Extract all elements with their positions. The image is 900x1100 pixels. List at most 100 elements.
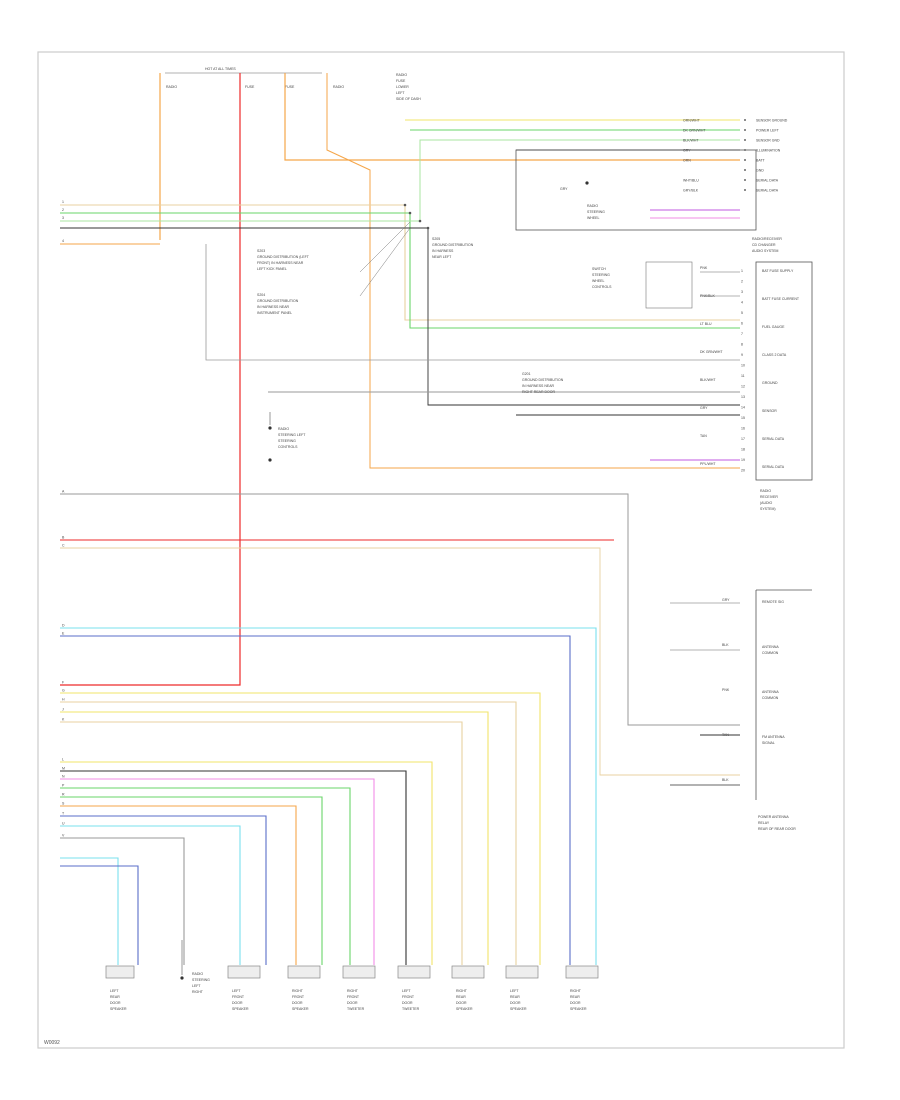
mid-pin-func: SERIAL DATA (762, 465, 785, 469)
mid-pin-number: 4 (741, 301, 743, 305)
svg-text:S203: S203 (257, 249, 265, 253)
speaker-label: LEFT (232, 989, 241, 993)
speaker-wire (60, 627, 597, 965)
upper-pin-func: POWER LEFT (756, 129, 780, 133)
svg-text:S204: S204 (257, 293, 265, 297)
svg-text:GROUND DISTRIBUTION: GROUND DISTRIBUTION (522, 378, 564, 382)
upper-pin-wire: GRY/BLK (683, 189, 699, 193)
wire-green-upper (60, 212, 740, 329)
speaker-label: RIGHT (456, 989, 468, 993)
mid-pin-func: CLASS 2 DATA (762, 353, 787, 357)
speaker-label: FRONT (402, 995, 415, 999)
mid-pin-number: 19 (741, 458, 745, 462)
harness-pin-top: 1 (62, 200, 64, 204)
harness-pin: P (62, 784, 65, 788)
svg-text:IN HARNESS: IN HARNESS (432, 249, 454, 253)
upper-pin-wire: WHT/BLU (683, 179, 699, 183)
svg-text:RIGHT REAR DOOR: RIGHT REAR DOOR (522, 390, 555, 394)
rear-pin-func: SIGNAL (762, 741, 775, 745)
wires (60, 73, 740, 965)
mid-pin-number: 15 (741, 416, 745, 420)
mid-pin-wire: TAN (700, 434, 707, 438)
diagram-frame (37, 51, 845, 1049)
svg-text:(AUDIO: (AUDIO (760, 501, 773, 505)
fuse-label-2: FUSE (245, 85, 255, 89)
speaker-label: LEFT (402, 989, 411, 993)
harness-pin: G (62, 689, 65, 693)
speaker-wire-left1 (60, 857, 119, 965)
fuse-label-1: RADIO (166, 85, 177, 89)
rear-pin-func: COMMON (762, 651, 779, 655)
svg-text:GROUND DISTRIBUTION (LEFT: GROUND DISTRIBUTION (LEFT (257, 255, 310, 259)
speaker-label: DOOR (347, 1001, 358, 1005)
speaker-wire (60, 825, 241, 965)
mid-pin-number: 6 (741, 322, 743, 326)
top-bus-label: HOT AT ALL TIMES (205, 67, 236, 71)
svg-text:RIGHT: RIGHT (192, 990, 204, 994)
speaker-wire (60, 635, 571, 965)
wire-tan-mid (60, 547, 740, 776)
speaker-body (397, 965, 431, 979)
svg-text:STEERING LEFT: STEERING LEFT (278, 433, 306, 437)
steering-switch: SWITCH STEERING WHEEL CONTROLS (592, 261, 693, 309)
speaker-wire (60, 770, 407, 965)
svg-text:LEFT KICK PANEL: LEFT KICK PANEL (257, 267, 287, 271)
upper-connector-caption: RADIO/RECEIVER (752, 237, 782, 241)
speaker-label: RIGHT (570, 989, 582, 993)
mid-pin-wire: BLK/WHT (700, 378, 716, 382)
harness-pin: A (62, 490, 65, 494)
upper-pin-func: SENSOR GROUND (756, 119, 788, 123)
rear-pin-wire: PNK (722, 688, 730, 692)
mid-pin-number: 3 (741, 290, 743, 294)
ground-left: RADIO STEERING LEFT STEERING CONTROLS (268, 412, 306, 462)
upper-pin-dot (744, 169, 746, 171)
mid-pin-number: 13 (741, 395, 745, 399)
mid-pin-wire: PPL/WHT (700, 462, 716, 466)
speaker-label: DOOR (402, 1001, 413, 1005)
speaker-wire-left2 (60, 865, 139, 965)
harness-pin: L (62, 758, 64, 762)
rear-pin-wire: BLK (722, 643, 729, 647)
svg-text:RECEIVER: RECEIVER (760, 495, 778, 499)
speaker-body (505, 965, 539, 979)
svg-text:RADIO: RADIO (587, 204, 598, 208)
mid-pin-func: BATT FUSE CURRENT (762, 297, 800, 301)
speaker-label: SPEAKER (292, 1007, 309, 1011)
top-bus: HOT AT ALL TIMES (165, 67, 322, 74)
svg-text:RADIO: RADIO (192, 972, 203, 976)
mid-pin-number: 20 (741, 469, 745, 473)
upper-pin-func: GND (756, 169, 764, 173)
svg-text:STEERING: STEERING (587, 210, 605, 214)
svg-text:SIDE OF DASH: SIDE OF DASH (396, 97, 421, 101)
mid-pin-number: 12 (741, 385, 745, 389)
svg-text:STEERING: STEERING (192, 978, 210, 982)
svg-text:GRY: GRY (560, 187, 568, 191)
harness-pin: D (62, 624, 65, 628)
harness-pin: N (62, 775, 65, 779)
wire-red-main (60, 73, 241, 686)
harness-pin: S (62, 802, 65, 806)
upper-pin-dot (744, 149, 746, 151)
speaker-body (227, 965, 261, 979)
harness-pin: C (62, 544, 65, 548)
upper-pin-wire: ORN (683, 159, 691, 163)
bottom-ground: RADIO STEERING LEFT RIGHT (180, 940, 210, 994)
harness-pin: K (62, 718, 65, 722)
wire-orange-loop (326, 73, 740, 469)
svg-text:IN HARNESS NEAR: IN HARNESS NEAR (522, 384, 555, 388)
speaker-wire (60, 837, 185, 965)
mid-pin-number: 11 (741, 374, 745, 378)
mid-pin-number: 16 (741, 427, 745, 431)
speaker-label: DOOR (232, 1001, 243, 1005)
speaker-label: FRONT (347, 995, 360, 999)
rear-pin-func: ANTENNA (762, 690, 779, 694)
upper-pin-wire: DK GRN/WHT (683, 129, 706, 133)
